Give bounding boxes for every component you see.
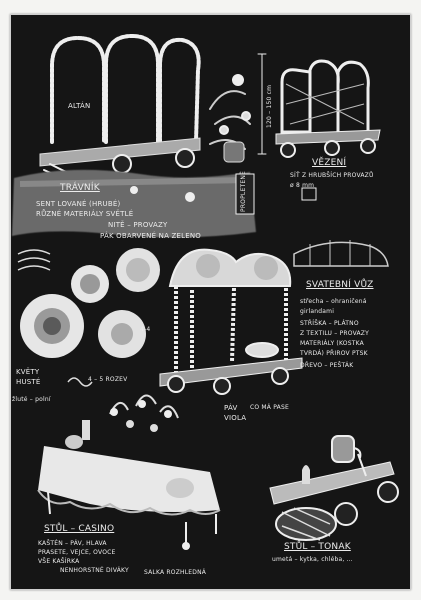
- wagon-note-6: TVRDÁ) PŘIROV PTSK: [300, 350, 368, 357]
- tonak-table-illustration: [269, 435, 399, 541]
- wagon-note-5: MATERIÁLY (KOSTKA: [300, 340, 364, 347]
- casino-note-2: PRASETE, VEJCE, OVOCE: [38, 549, 116, 556]
- cage-note-2: ø 8 mm: [290, 182, 315, 189]
- costume-sketch-art: [12, 33, 399, 550]
- wagon-label: SVATEBNÍ VŮZ: [306, 280, 374, 290]
- casino-note-3: VŠE KAŠÍRKA: [38, 558, 80, 565]
- casino-table-illustration: [37, 394, 221, 550]
- flower-rosettes-illustration: [17, 248, 160, 387]
- cage-cart-illustration: [275, 59, 381, 201]
- flowers-detail: 4-4: [140, 326, 151, 333]
- wagon-note-3: STŘÍŠKA – PLÁTNO: [300, 320, 359, 327]
- wedding-wagon-illustration: [159, 240, 389, 395]
- lawn-note-2: RŮZNÉ MATERIÁLY SVĚTLÉ: [36, 210, 134, 218]
- arbor-label: ALTÁN: [68, 102, 91, 110]
- cage-label: VĚZENÍ: [312, 158, 347, 168]
- lawn-note-3: NITĚ – PROVAZY: [108, 221, 168, 229]
- cage-note-1: SÍŤ Z HRUBŠÍCH PROVAZŮ: [290, 172, 374, 179]
- lawn-label: TRÁVNÍK: [60, 183, 100, 193]
- wagon-note-2: girlandami: [300, 308, 335, 315]
- wagon-note-1: střecha – ohraničená: [300, 298, 367, 305]
- tonak-table-label: STŮL – TONAK: [284, 542, 351, 552]
- wagon-note-7: DŘEVO – PEŠTÁK: [300, 362, 354, 369]
- casino-note-5: SALKA ROZHLEDNÁ: [144, 569, 207, 576]
- lawn-illustration: [12, 169, 256, 238]
- lawn-note-1: SENT LOVANÉ (HRUBÉ): [36, 200, 121, 208]
- peacock-label: PÁV: [224, 404, 238, 412]
- wagon-note-4: Z TEXTILU – PROVAZY: [300, 330, 369, 337]
- arbor-dimension: 120 – 150 cm: [266, 84, 273, 128]
- viola-label: VIOLA: [224, 414, 247, 422]
- yellow-note: žluté – polní: [12, 396, 51, 403]
- lawn-note-4: PÁK OBARVENÉ NA ZELENO: [100, 232, 201, 240]
- tonak-note: umetá – kytka, chléba, ...: [272, 556, 353, 563]
- flowers-label: KVĚTY: [16, 368, 40, 376]
- flowers-note: HUSTÉ: [16, 378, 41, 386]
- arbor-illustration: [39, 33, 267, 187]
- lawn-vertical-note: PROPLETENÉ: [240, 171, 247, 212]
- casino-table-label: STŮL – CASINO: [44, 524, 115, 534]
- peacock-note: CO MÁ PASE: [250, 404, 289, 411]
- casino-note-1: KAŠTÉN – PÁV, HLAVA: [38, 540, 107, 547]
- casino-note-4: NENHORSTNÉ DIVÁKY: [60, 567, 129, 574]
- flowers-sizes: 4 – 5 ROZEV: [88, 376, 128, 383]
